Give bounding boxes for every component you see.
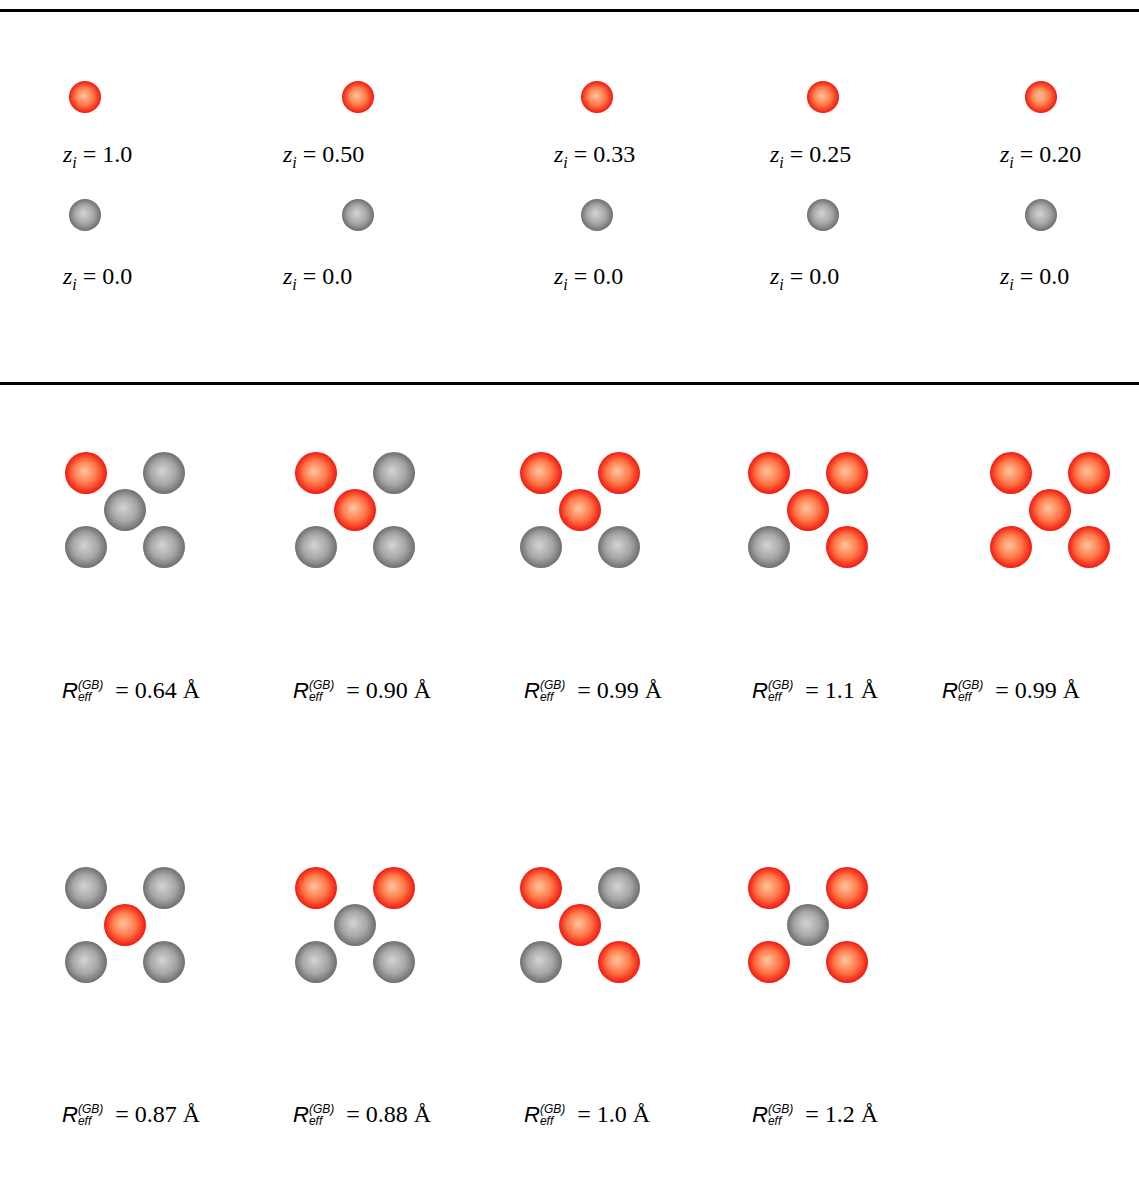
radius-label: R(GB)eff = 0.99 Å [942,676,1080,705]
neutral-atom [748,526,790,568]
rule-line [0,9,1139,12]
charge-label: zi = 0.0 [554,262,623,293]
charged-atom [65,452,107,494]
charged-atom [295,452,337,494]
neutral-atom [65,867,107,909]
neutral-atom [581,199,613,231]
charged-atom [748,452,790,494]
charge-label: zi = 0.0 [63,262,132,293]
charged-atom [342,81,374,113]
charge-label: zi = 0.33 [554,140,635,171]
neutral-atom [1025,199,1057,231]
neutral-atom [104,489,146,531]
charged-atom [1068,526,1110,568]
neutral-atom [143,867,185,909]
neutral-atom [143,452,185,494]
neutral-atom [334,904,376,946]
neutral-atom [65,526,107,568]
rule-line [0,382,1139,385]
charged-atom [581,81,613,113]
radius-label: R(GB)eff = 0.99 Å [524,676,662,705]
charged-atom [520,452,562,494]
charge-label: zi = 0.0 [1000,262,1069,293]
charged-atom [598,941,640,983]
charged-atom [520,867,562,909]
neutral-atom [373,526,415,568]
charged-atom [826,941,868,983]
charge-label: zi = 0.50 [283,140,364,171]
charged-atom [1068,452,1110,494]
radius-label: R(GB)eff = 0.87 Å [62,1100,200,1129]
radius-label: R(GB)eff = 1.1 Å [752,676,878,705]
charged-atom [748,867,790,909]
charge-label: zi = 0.0 [283,262,352,293]
charge-label: zi = 0.20 [1000,140,1081,171]
charged-atom [787,489,829,531]
neutral-atom [342,199,374,231]
neutral-atom [598,867,640,909]
charged-atom [990,526,1032,568]
charged-atom [598,452,640,494]
charged-atom [807,81,839,113]
charge-label: zi = 0.0 [770,262,839,293]
charged-atom [1029,489,1071,531]
charged-atom [826,526,868,568]
neutral-atom [807,199,839,231]
neutral-atom [143,526,185,568]
charged-atom [990,452,1032,494]
neutral-atom [520,941,562,983]
neutral-atom [373,941,415,983]
charged-atom [1025,81,1057,113]
charged-atom [748,941,790,983]
radius-label: R(GB)eff = 0.88 Å [293,1100,431,1129]
neutral-atom [520,526,562,568]
charge-label: zi = 0.25 [770,140,851,171]
neutral-atom [373,452,415,494]
charged-atom [826,867,868,909]
charged-atom [559,489,601,531]
radius-label: R(GB)eff = 0.64 Å [62,676,200,705]
neutral-atom [598,526,640,568]
charge-label: zi = 1.0 [63,140,132,171]
charged-atom [559,904,601,946]
charged-atom [373,867,415,909]
radius-label: R(GB)eff = 1.2 Å [752,1100,878,1129]
charged-atom [334,489,376,531]
neutral-atom [787,904,829,946]
radius-label: R(GB)eff = 0.90 Å [293,676,431,705]
charged-atom [295,867,337,909]
charged-atom [69,81,101,113]
charged-atom [104,904,146,946]
neutral-atom [143,941,185,983]
neutral-atom [295,941,337,983]
neutral-atom [295,526,337,568]
radius-label: R(GB)eff = 1.0 Å [524,1100,650,1129]
neutral-atom [69,199,101,231]
charged-atom [826,452,868,494]
neutral-atom [65,941,107,983]
